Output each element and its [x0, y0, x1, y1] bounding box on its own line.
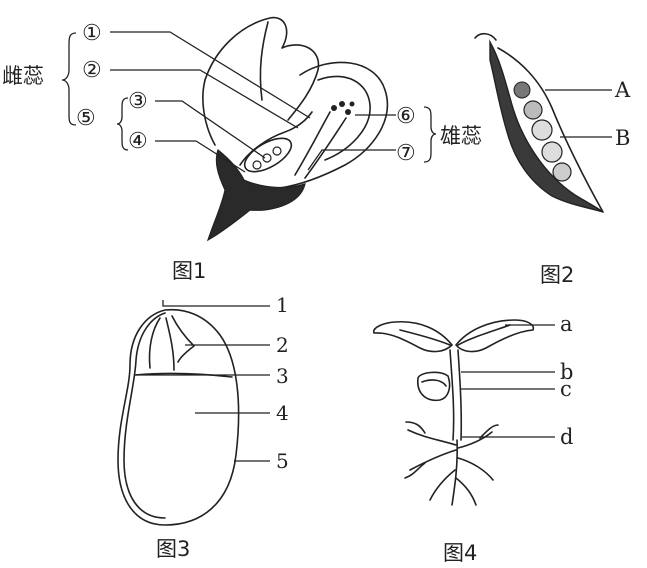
- pea-pod-drawing: [474, 32, 604, 213]
- figure-3: 1 2 3 4 5 图3: [117, 293, 289, 561]
- label-4-a: a: [560, 312, 573, 336]
- figure-2: A B 图2: [474, 32, 631, 287]
- marker-5: ⑤: [76, 106, 96, 131]
- leader-2: [110, 69, 299, 129]
- leader-1: [110, 31, 311, 119]
- marker-4: ④: [128, 129, 148, 154]
- label-3-5: 5: [276, 449, 289, 473]
- bean-seed-drawing: [117, 308, 240, 526]
- marker-6: ⑥: [396, 104, 416, 129]
- label-3-1: 1: [276, 293, 289, 317]
- label-4-b: b: [560, 360, 573, 384]
- figure-4: a b c d 图4: [372, 312, 573, 565]
- stamen-brace: [423, 106, 437, 163]
- label-b: B: [615, 126, 630, 150]
- leader-4: [155, 140, 246, 173]
- marker-3: ③: [128, 89, 148, 114]
- figure-2-caption: 图2: [540, 263, 574, 287]
- marker-7: ⑦: [396, 141, 416, 166]
- seedling-drawing: [372, 319, 535, 506]
- stamen-label: 雄蕊: [440, 124, 482, 148]
- marker-1: ①: [82, 21, 102, 46]
- figure-3-caption: 图3: [156, 537, 190, 561]
- label-4-c: c: [560, 377, 572, 401]
- figure-1-caption: 图1: [172, 259, 206, 283]
- leader-3-1: [162, 300, 270, 307]
- label-a: A: [614, 78, 631, 102]
- pistil-label: 雌蕊: [2, 64, 44, 88]
- label-4-d: d: [560, 425, 573, 449]
- pistil-brace: [61, 32, 77, 126]
- label-3-3: 3: [276, 364, 289, 388]
- leader-7: [307, 149, 396, 171]
- marker-2: ②: [82, 58, 102, 83]
- figure-1: 雌蕊 ① ② ⑤ ③ ④ ⑥ ⑦ 雄蕊 图1: [2, 16, 482, 283]
- label-3-2: 2: [276, 333, 289, 357]
- flower-drawing: [202, 16, 389, 242]
- marker-5-brace: [116, 97, 129, 151]
- label-3-4: 4: [276, 401, 289, 425]
- leader-3: [155, 100, 266, 159]
- figure-4-caption: 图4: [443, 541, 477, 565]
